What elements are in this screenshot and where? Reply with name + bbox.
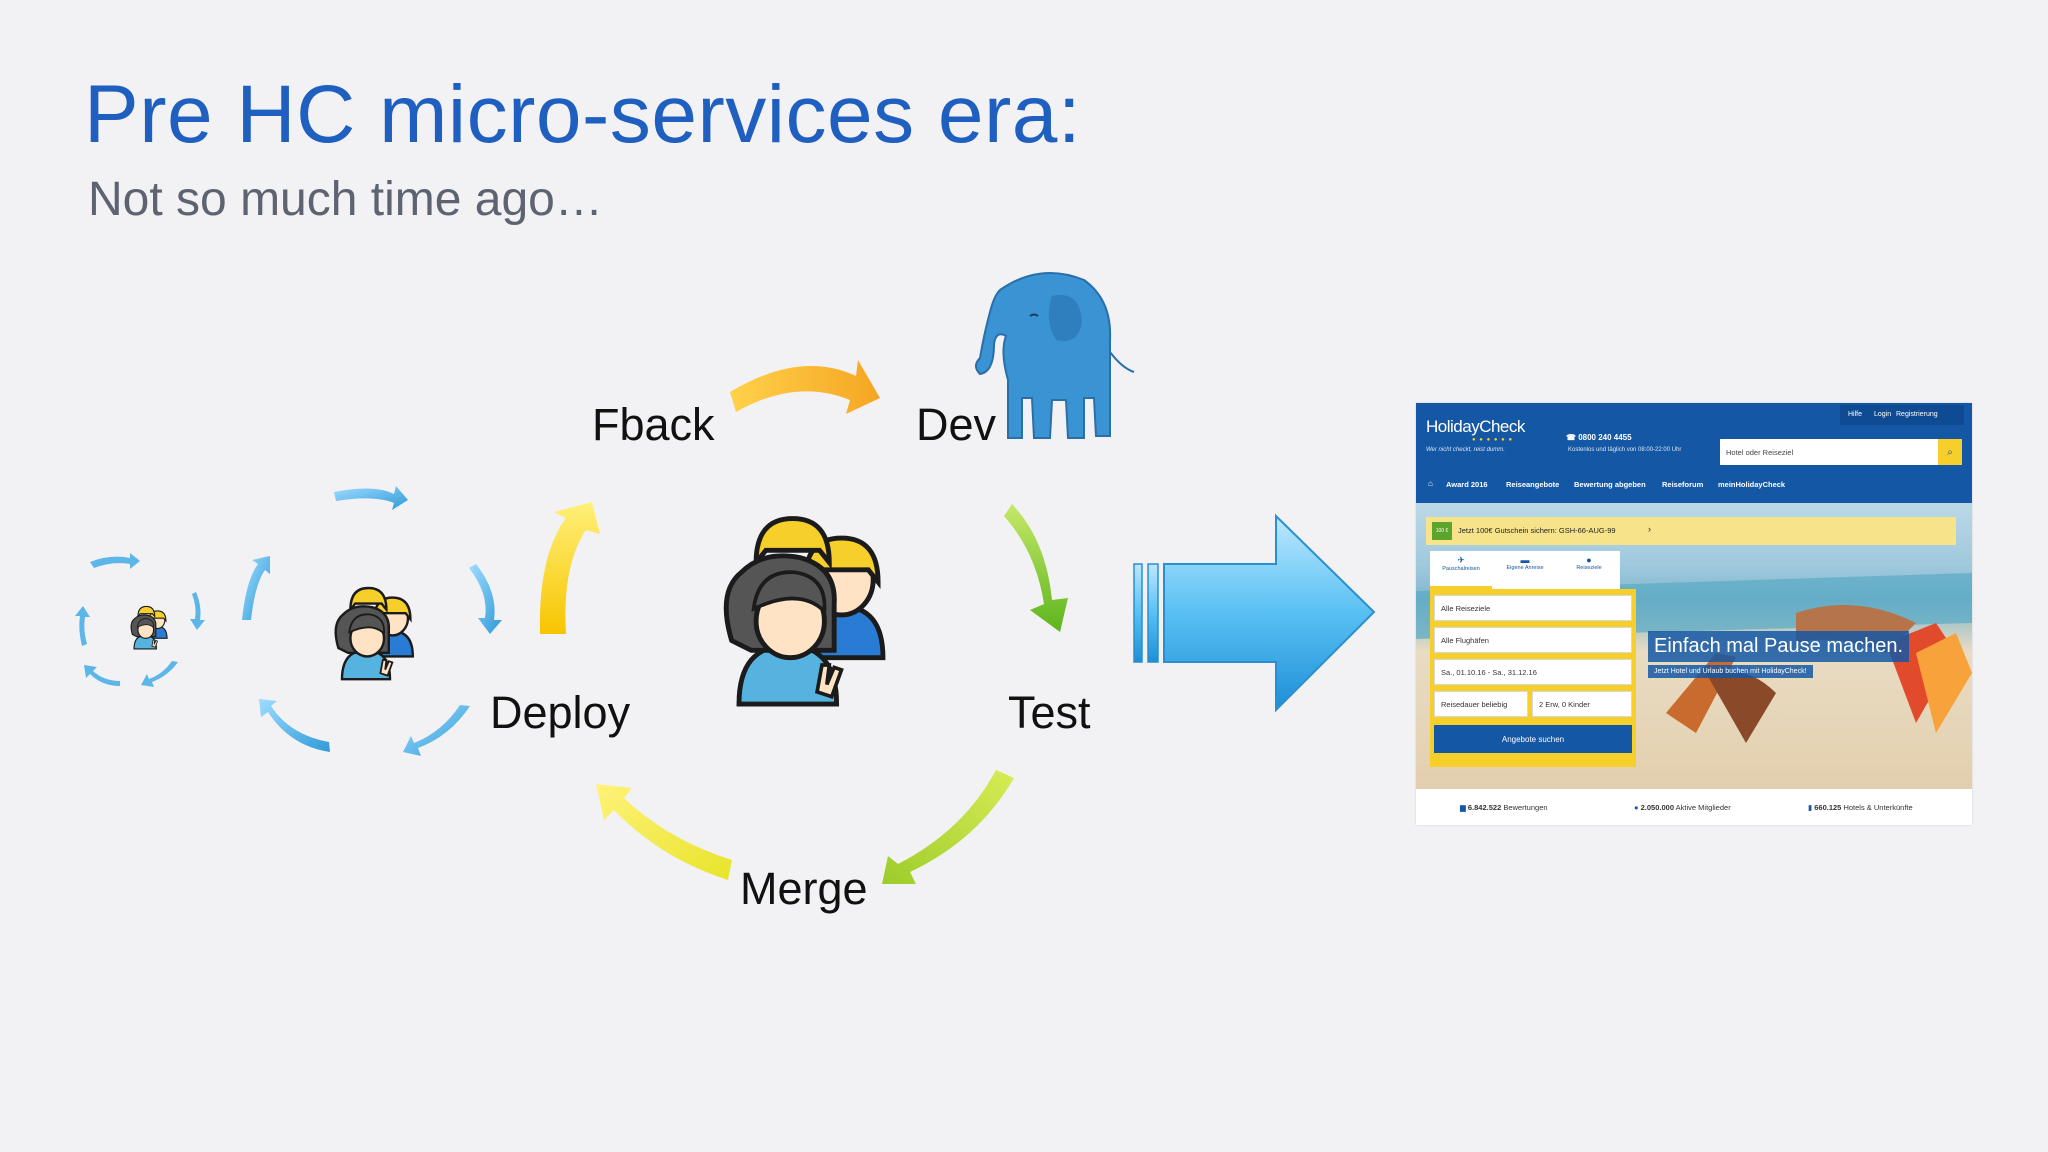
stat-label: Aktive Mitglieder bbox=[1675, 803, 1731, 812]
merge-to-deploy-arrow bbox=[596, 784, 732, 880]
hc-stat-hotels: ▮ 660.125 Hotels & Unterkünfte bbox=[1808, 803, 1913, 812]
bed-icon: ▬ bbox=[1520, 555, 1530, 565]
hc-stat-reviews: ▆ 6.842.522 Bewertungen bbox=[1460, 803, 1548, 812]
label-dev: Dev bbox=[916, 399, 997, 450]
hc-nav-my[interactable]: meinHolidayCheck bbox=[1718, 480, 1786, 489]
dev-to-test-arrow bbox=[1004, 504, 1068, 632]
hc-dates-field[interactable]: Sa., 01.10.16 - Sa., 31.12.16 bbox=[1434, 659, 1632, 685]
hc-airport-field[interactable]: Alle Flughäfen bbox=[1434, 627, 1632, 653]
hc-register-link[interactable]: Registrierung bbox=[1896, 411, 1938, 418]
hc-hero: 100 € Jetzt 100€ Gutschein sichern: GSH-… bbox=[1416, 503, 1972, 789]
hc-duration-select[interactable]: Reisedauer beliebig bbox=[1434, 691, 1528, 717]
fback-to-dev-arrow bbox=[730, 360, 880, 414]
holidaycheck-screenshot: HolidayCheck ● ● ● ● ● ● Wer nicht check… bbox=[1416, 403, 1972, 825]
label-deploy: Deploy bbox=[490, 687, 631, 738]
hc-help-link[interactable]: Hilfe bbox=[1848, 411, 1863, 418]
stat-value: 660.125 bbox=[1814, 803, 1842, 812]
hc-voucher-chevron-icon: › bbox=[1648, 524, 1651, 534]
stat-label: Hotels & Unterkünfte bbox=[1843, 803, 1913, 812]
hc-tagline: Wer nicht checkt, reist dumm. bbox=[1426, 447, 1505, 453]
tiny-cycle bbox=[75, 553, 205, 687]
hc-headline: Einfach mal Pause machen. bbox=[1648, 631, 1910, 662]
deploy-to-fback-arrow bbox=[539, 502, 600, 634]
hc-phone-number: 0800 240 4455 bbox=[1578, 433, 1632, 442]
hc-nav-forum[interactable]: Reiseforum bbox=[1662, 480, 1704, 489]
plane-icon: ✈ bbox=[1457, 555, 1465, 565]
tab-label: Reiseziele bbox=[1576, 565, 1602, 571]
hc-voucher-badge: 100 € bbox=[1432, 522, 1452, 540]
hotel-icon: ▮ bbox=[1808, 803, 1813, 812]
hc-travellers-field[interactable]: 2 Erw, 0 Kinder bbox=[1532, 691, 1632, 717]
hc-login-link[interactable]: Login bbox=[1874, 411, 1892, 418]
label-test: Test bbox=[1008, 687, 1091, 738]
label-merge: Merge bbox=[740, 863, 868, 914]
slide-subtitle: Not so much time ago… bbox=[88, 173, 603, 226]
hc-home-icon[interactable]: ⌂ bbox=[1428, 479, 1433, 488]
stat-value: 2.050.000 bbox=[1640, 803, 1674, 812]
hc-header: HolidayCheck ● ● ● ● ● ● Wer nicht check… bbox=[1416, 403, 1972, 503]
pin-icon: ● bbox=[1586, 555, 1592, 565]
big-arrow-icon bbox=[1133, 513, 1376, 713]
hc-logo[interactable]: HolidayCheck bbox=[1426, 417, 1525, 436]
elephant-icon bbox=[975, 271, 1135, 439]
hc-top-links: Hilfe Login Registrierung bbox=[1840, 405, 1964, 425]
medium-cycle bbox=[242, 486, 502, 756]
hc-stat-members: ● 2.050.000 Aktive Mitglieder bbox=[1634, 803, 1731, 812]
hc-stats-bar: ▆ 6.842.522 Bewertungen ● 2.050.000 Akti… bbox=[1416, 789, 1972, 825]
tab-pauschalreisen[interactable]: ✈ Pauschalreisen bbox=[1430, 551, 1492, 589]
hc-search-icon[interactable]: ⌕ bbox=[1938, 439, 1962, 465]
small-team-icon bbox=[334, 586, 414, 681]
hc-search-input[interactable]: Hotel oder Reiseziel bbox=[1720, 439, 1938, 465]
hc-search-button[interactable]: Angebote suchen bbox=[1434, 725, 1632, 753]
hc-nav-award[interactable]: Award 2016 bbox=[1446, 480, 1488, 489]
tab-reiseziele[interactable]: ● Reiseziele bbox=[1558, 551, 1620, 589]
label-fback: Fback bbox=[592, 399, 715, 450]
hc-nav-review[interactable]: Bewertung abgeben bbox=[1574, 480, 1646, 489]
tiny-team-icon bbox=[130, 605, 168, 650]
hc-phone: ☎ 0800 240 4455 bbox=[1566, 433, 1632, 442]
hc-voucher-bar[interactable]: 100 € Jetzt 100€ Gutschein sichern: GSH-… bbox=[1426, 517, 1956, 545]
hc-voucher-text: Jetzt 100€ Gutschein sichern: GSH-66-AUG… bbox=[1458, 526, 1616, 535]
speech-bubble-icon: ▆ bbox=[1460, 803, 1466, 812]
hc-destination-field[interactable]: Alle Reiseziele bbox=[1434, 595, 1632, 621]
stat-label: Bewertungen bbox=[1503, 803, 1548, 812]
hc-nav-offers[interactable]: Reiseangebote bbox=[1506, 480, 1560, 489]
hc-search-form: Alle Reiseziele Alle Flughäfen Sa., 01.1… bbox=[1430, 589, 1636, 767]
hc-phone-note: Kostenlos und täglich von 08:00-22:00 Uh… bbox=[1568, 447, 1682, 453]
slide-title: Pre HC micro-services era: bbox=[84, 69, 1082, 160]
user-icon: ● bbox=[1634, 803, 1639, 812]
hc-subheadline: Jetzt Hotel und Urlaub buchen mit Holida… bbox=[1648, 665, 1813, 678]
hc-tabs: ✈ Pauschalreisen ▬ Eigene Anreise ● Reis… bbox=[1430, 551, 1620, 589]
tab-label: Eigene Anreise bbox=[1506, 565, 1544, 571]
tab-eigene-anreise[interactable]: ▬ Eigene Anreise bbox=[1494, 551, 1556, 589]
hc-rating-stars: ● ● ● ● ● ● bbox=[1472, 437, 1514, 443]
team-icon bbox=[726, 519, 883, 704]
stat-value: 6.842.522 bbox=[1467, 803, 1502, 812]
test-to-merge-arrow bbox=[882, 770, 1014, 884]
tab-label: Pauschalreisen bbox=[1442, 566, 1480, 572]
